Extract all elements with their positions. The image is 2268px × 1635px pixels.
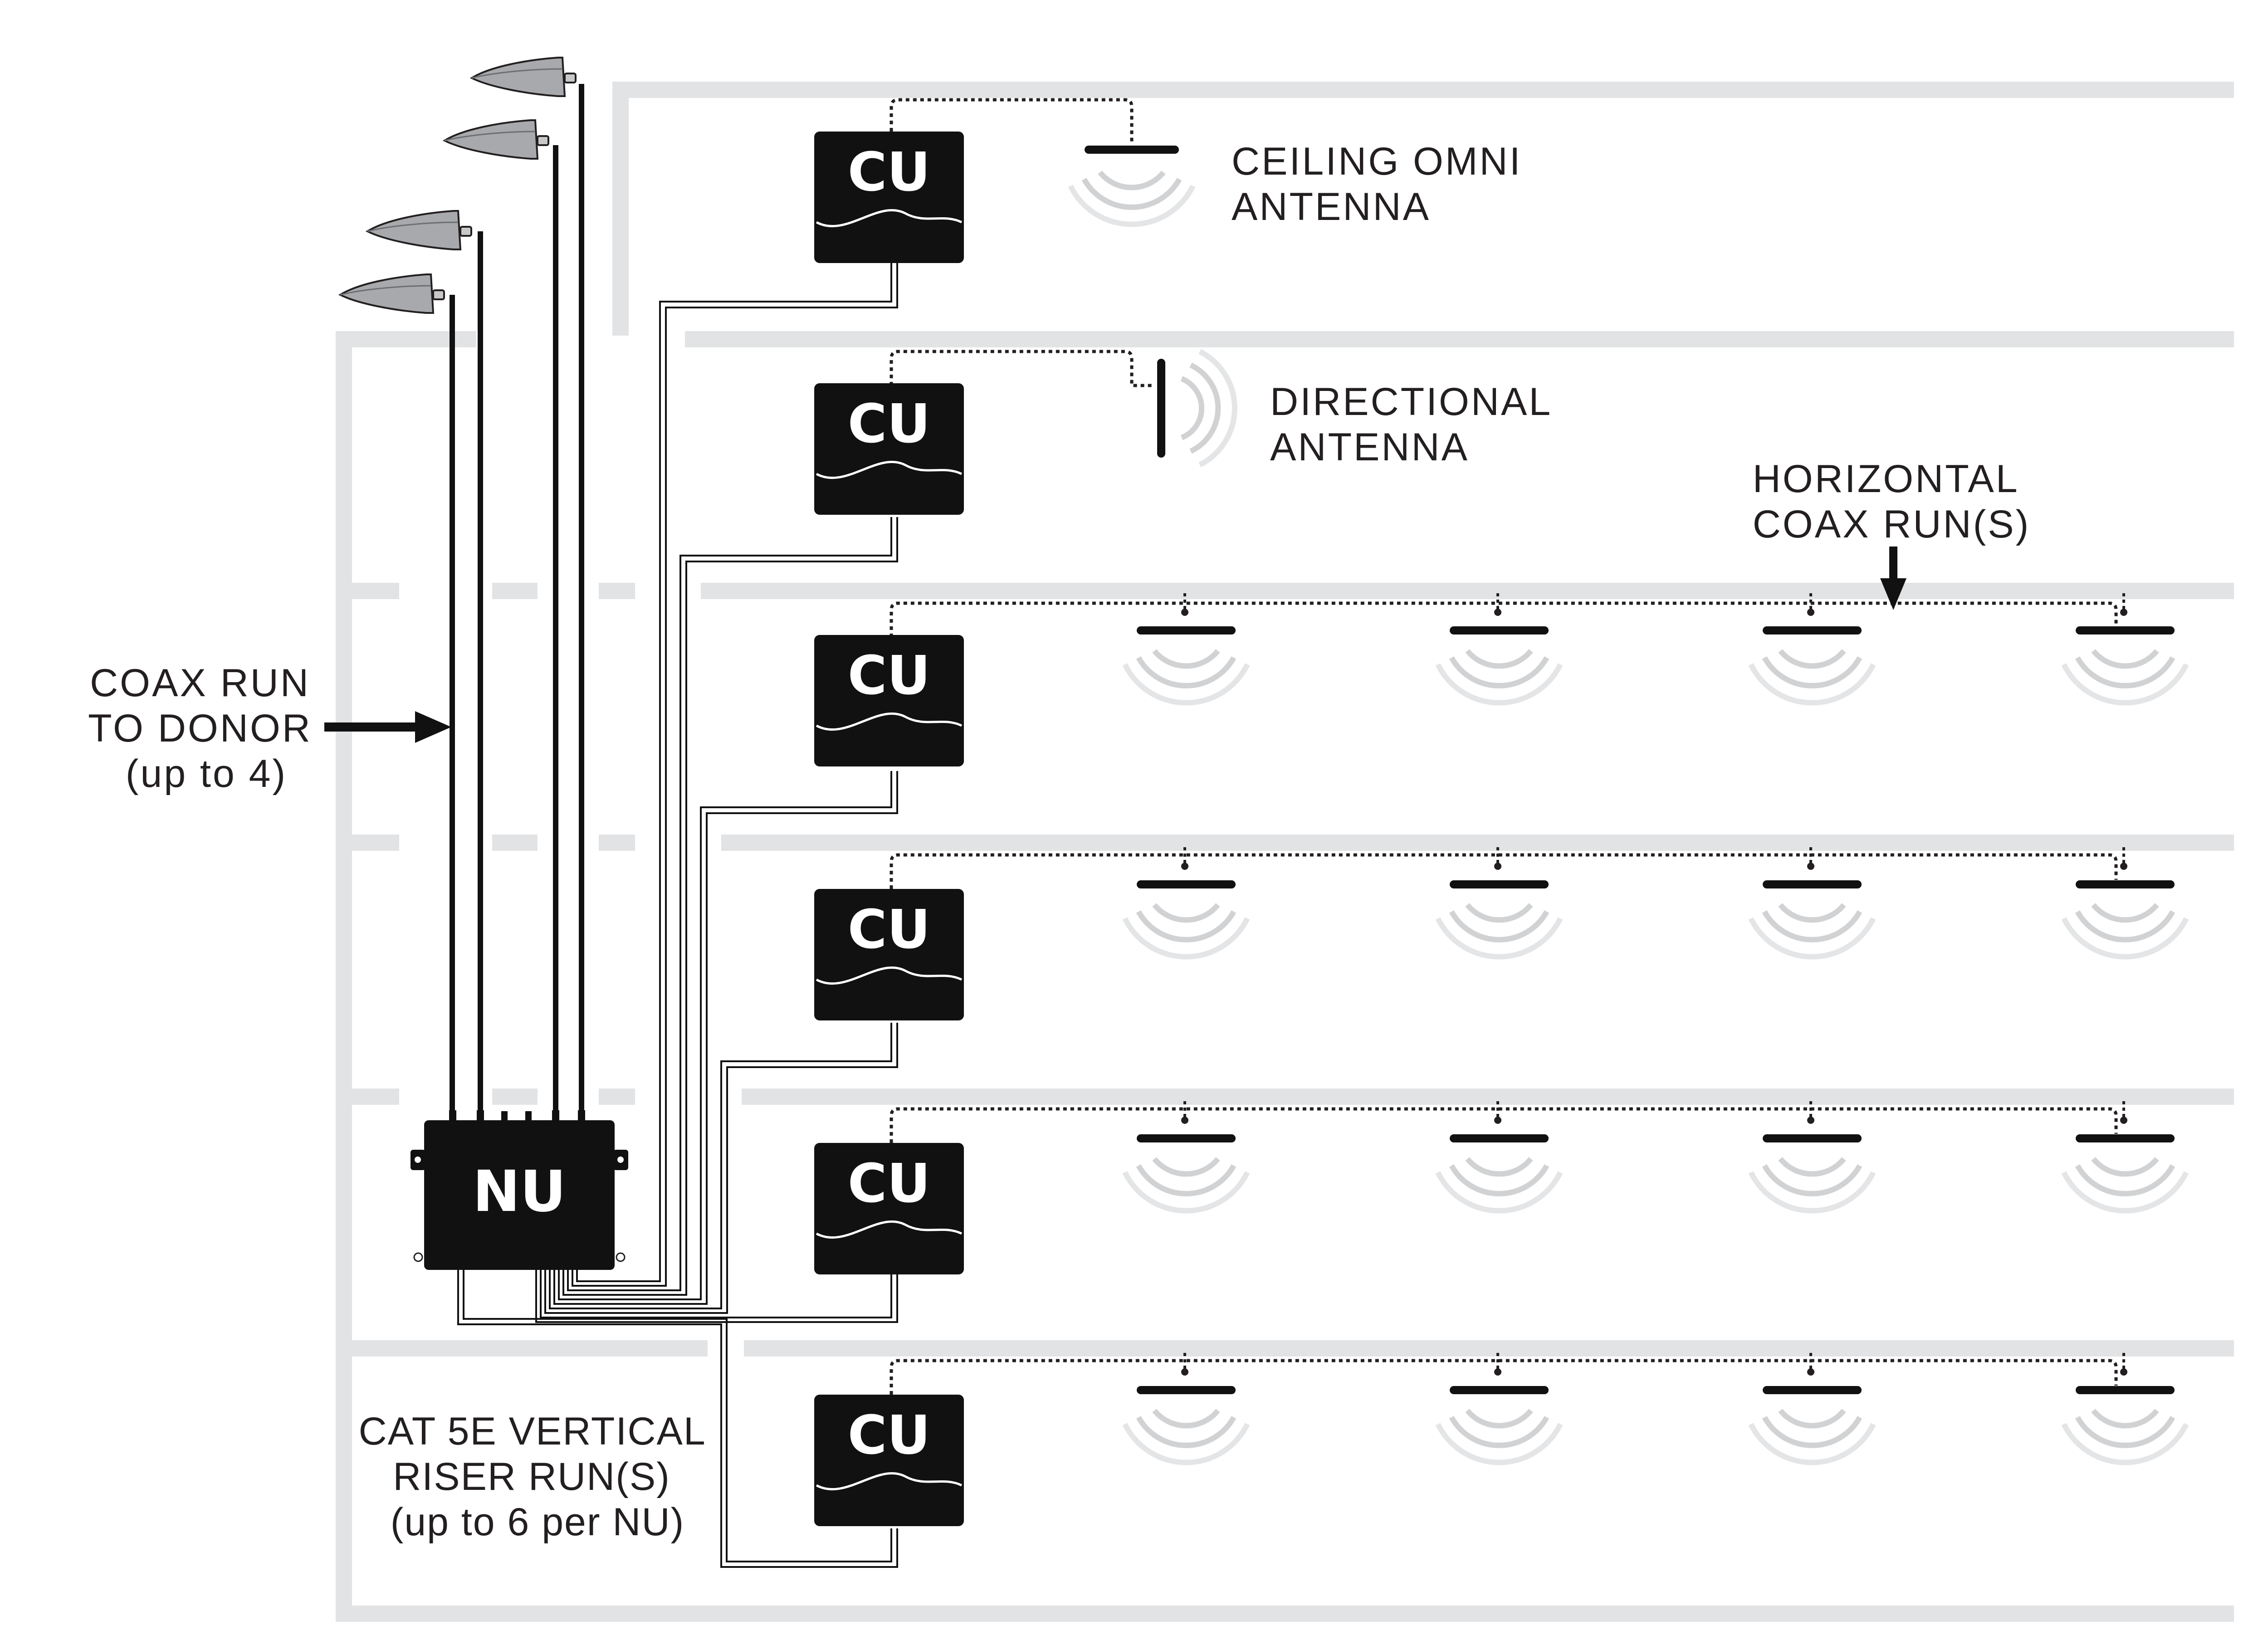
arrow-icon <box>1880 547 1906 610</box>
ceiling-antenna-icon <box>2064 593 2186 703</box>
arrow-icon <box>324 711 451 743</box>
ceiling-antenna-icon <box>2064 847 2186 957</box>
donor-antenna-icon <box>471 57 577 97</box>
ceiling-antennas-floor-6 <box>1125 1353 2186 1463</box>
ceiling-antenna-icon <box>1125 593 1247 703</box>
cu-label: CU <box>848 1404 930 1466</box>
coverage-unit-floor-3: CU <box>814 635 964 766</box>
coax-to-donor-label: COAX RUN TO DONOR (up to 4) <box>88 661 325 796</box>
horizontal-coax-runs <box>890 98 2118 1395</box>
ceiling-antenna-icon <box>1125 847 1247 957</box>
donor-antenna-icon <box>444 119 549 160</box>
horizontal-coax-label: HORIZONTAL COAX RUN(S) <box>1753 457 2031 546</box>
ceiling-omni-antenna-label: CEILING OMNI ANTENNA <box>1232 140 1535 229</box>
building-walls <box>336 82 2234 1622</box>
donor-antennas <box>339 57 584 1120</box>
cu-label: CU <box>848 1152 930 1215</box>
cu-label: CU <box>848 392 930 455</box>
coverage-unit-floor-2: CU <box>814 383 964 515</box>
ceiling-antenna-icon <box>1751 1353 1873 1463</box>
ceiling-antenna-icon <box>1751 847 1873 957</box>
network-unit: NU <box>411 1110 628 1270</box>
ceiling-antenna-icon <box>1751 1101 1873 1211</box>
coverage-unit-floor-5: CU <box>814 1143 964 1274</box>
ceiling-antenna-icon <box>1438 1101 1560 1211</box>
ceiling-antennas-floor-3 <box>1125 593 2186 703</box>
nu-label: NU <box>473 1159 566 1225</box>
ceiling-antenna-icon <box>1438 1353 1560 1463</box>
cu-label: CU <box>848 644 930 707</box>
ceiling-antenna-icon <box>1438 847 1560 957</box>
ceiling-antenna-icon <box>1125 1101 1247 1211</box>
coverage-units: CU CU CU CU CU CU <box>814 132 964 1526</box>
coverage-unit-floor-6: CU <box>814 1395 964 1526</box>
ceiling-antennas-floor-4 <box>1125 847 2186 957</box>
ceiling-antenna-icon <box>1438 593 1560 703</box>
ceiling-antenna-icon <box>2064 1101 2186 1211</box>
directional-antenna-label: DIRECTIONAL ANTENNA <box>1270 380 1564 469</box>
cat5e-riser-cables <box>457 263 898 1568</box>
ceiling-antennas-floor-5 <box>1125 1101 2186 1211</box>
ceiling-antenna-icon <box>2064 1353 2186 1463</box>
cat5e-riser-label: CAT 5E VERTICAL RISER RUN(S) (up to 6 pe… <box>359 1410 717 1544</box>
ceiling-antenna-icon <box>1751 593 1873 703</box>
ceiling-omni-antenna-floor-1 <box>1068 146 1196 227</box>
directional-antenna <box>1157 349 1237 468</box>
coverage-unit-floor-4: CU <box>814 889 964 1020</box>
donor-antenna-icon <box>367 210 472 250</box>
ceiling-antenna-icon <box>1125 1353 1247 1463</box>
cu-label: CU <box>848 898 930 961</box>
coverage-unit-floor-1: CU <box>814 132 964 263</box>
donor-antenna-icon <box>339 273 445 314</box>
cu-label: CU <box>848 141 930 203</box>
